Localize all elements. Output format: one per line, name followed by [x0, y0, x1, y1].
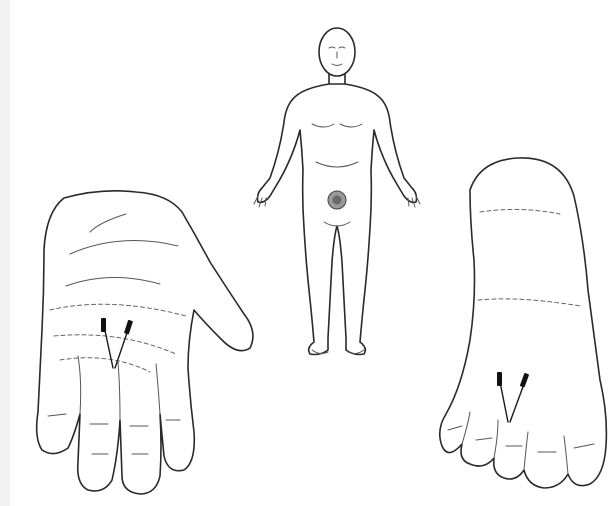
marked-point-inner — [333, 196, 342, 205]
page-gutter — [0, 0, 10, 506]
sole-needle-1-handle — [497, 372, 502, 386]
body-outline — [258, 84, 417, 355]
palm-outline — [37, 191, 253, 494]
palm-needle-1-handle — [101, 318, 106, 332]
palm-figure — [37, 191, 253, 494]
body-figure — [254, 28, 420, 355]
sole-figure — [440, 158, 607, 488]
sole-outline — [440, 158, 607, 488]
